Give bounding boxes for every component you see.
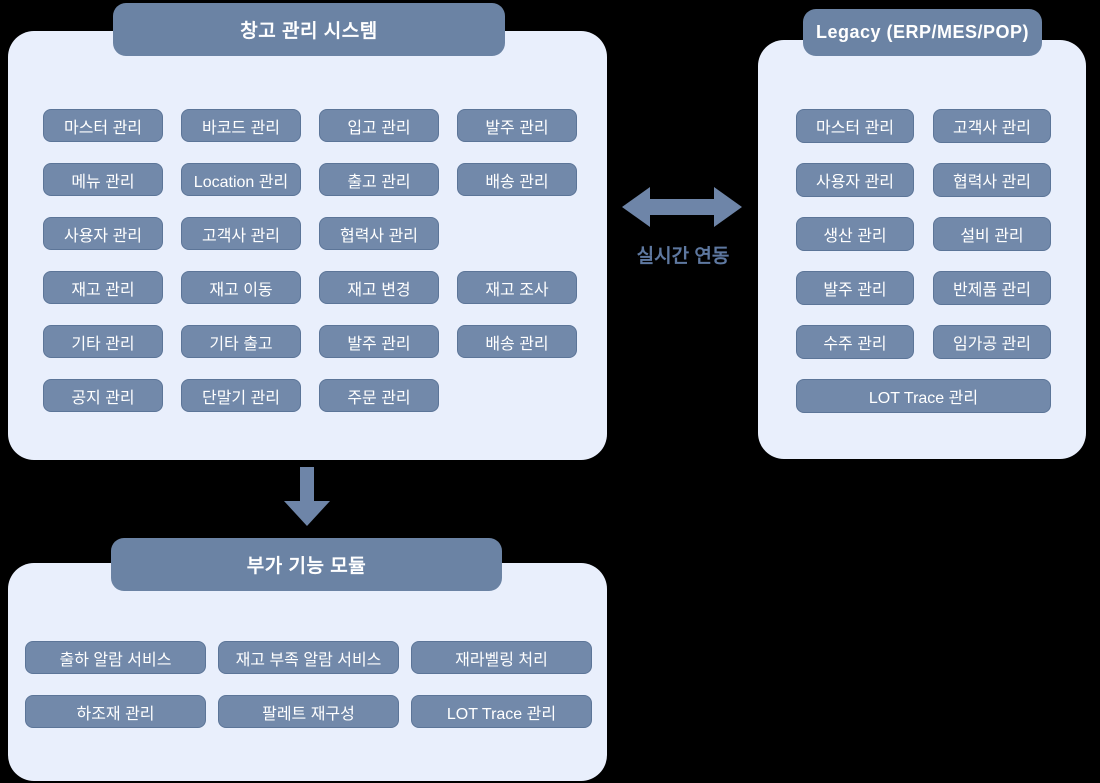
wms-module-chip: 재고 이동: [181, 271, 301, 304]
legacy-module-chip: 협력사 관리: [933, 163, 1051, 197]
wms-module-chip: 주문 관리: [319, 379, 439, 412]
wms-module-chip: 고객사 관리: [181, 217, 301, 250]
wms-module-chip: 발주 관리: [319, 325, 439, 358]
legacy-module-grid: 마스터 관리 고객사 관리 사용자 관리 협력사 관리 생산 관리 설비 관리 …: [796, 109, 1051, 413]
wms-module-chip: 기타 관리: [43, 325, 163, 358]
wms-module-chip: 배송 관리: [457, 325, 577, 358]
wms-module-chip: 발주 관리: [457, 109, 577, 142]
legacy-panel-title: Legacy (ERP/MES/POP): [803, 9, 1042, 56]
addon-module-chip: 재고 부족 알람 서비스: [218, 641, 399, 674]
addon-module-chip: 하조재 관리: [25, 695, 206, 728]
wms-module-chip: 공지 관리: [43, 379, 163, 412]
addon-module-chip: 출하 알람 서비스: [25, 641, 206, 674]
legacy-module-chip: 고객사 관리: [933, 109, 1051, 143]
legacy-module-chip: 발주 관리: [796, 271, 914, 305]
legacy-module-chip: 수주 관리: [796, 325, 914, 359]
legacy-module-chip: 생산 관리: [796, 217, 914, 251]
wms-module-chip: 마스터 관리: [43, 109, 163, 142]
realtime-sync-label: 실시간 연동: [636, 246, 730, 267]
wms-module-chip: 메뉴 관리: [43, 163, 163, 196]
wms-module-chip: 단말기 관리: [181, 379, 301, 412]
addon-panel-title: 부가 기능 모듈: [111, 538, 502, 591]
wms-module-chip: 재고 조사: [457, 271, 577, 304]
addon-module-chip: LOT Trace 관리: [411, 695, 592, 728]
bidirectional-arrow-icon: [622, 187, 742, 227]
legacy-module-chip: 사용자 관리: [796, 163, 914, 197]
wms-module-chip: 바코드 관리: [181, 109, 301, 142]
legacy-module-chip: 설비 관리: [933, 217, 1051, 251]
wms-panel-title: 창고 관리 시스템: [113, 3, 505, 56]
down-arrow-icon: [284, 467, 330, 526]
legacy-module-chip-wide: LOT Trace 관리: [796, 379, 1051, 413]
wms-module-chip: 재고 변경: [319, 271, 439, 304]
wms-module-chip: 협력사 관리: [319, 217, 439, 250]
wms-module-grid: 마스터 관리 바코드 관리 입고 관리 발주 관리 메뉴 관리 Location…: [43, 109, 577, 412]
addon-module-chip: 팔레트 재구성: [218, 695, 399, 728]
legacy-module-chip: 임가공 관리: [933, 325, 1051, 359]
wms-module-chip: 재고 관리: [43, 271, 163, 304]
wms-module-chip: 출고 관리: [319, 163, 439, 196]
wms-module-chip: 기타 출고: [181, 325, 301, 358]
wms-module-chip: Location 관리: [181, 163, 301, 196]
addon-module-chip: 재라벨링 처리: [411, 641, 592, 674]
legacy-module-chip: 마스터 관리: [796, 109, 914, 143]
addon-module-grid: 출하 알람 서비스 재고 부족 알람 서비스 재라벨링 처리 하조재 관리 팔레…: [25, 641, 592, 728]
wms-module-chip: 사용자 관리: [43, 217, 163, 250]
wms-module-chip: 배송 관리: [457, 163, 577, 196]
wms-module-chip: 입고 관리: [319, 109, 439, 142]
legacy-module-chip: 반제품 관리: [933, 271, 1051, 305]
